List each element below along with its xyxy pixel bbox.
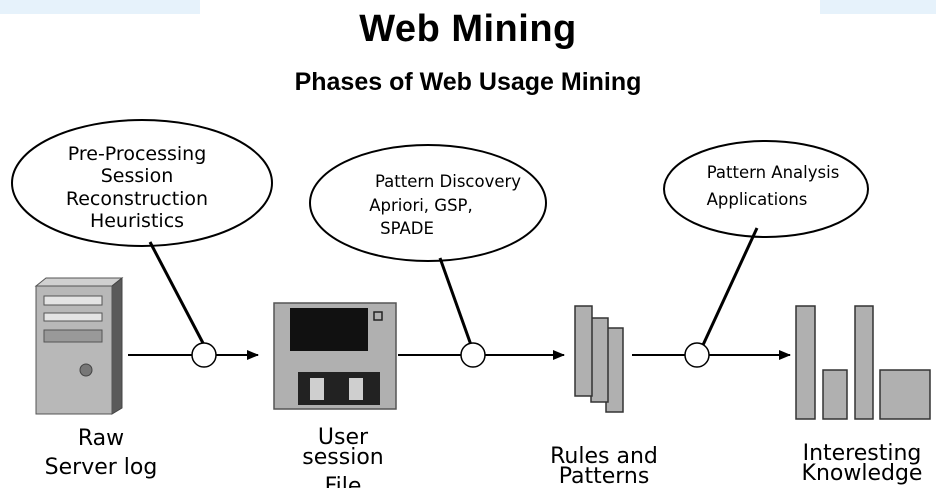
junction-circle-2: [460, 342, 486, 368]
stage-rules-line-1: Rules and: [550, 444, 658, 469]
rules-patterns-icon: [574, 305, 624, 413]
phase-preprocessing-line-1: Pre-Processing: [68, 143, 207, 165]
phase-analysis-bubble: Pattern Analysis Applications: [663, 140, 869, 238]
stage-raw-line-2: Server log: [45, 455, 158, 480]
stage-raw-line-1: Raw: [78, 426, 124, 451]
knowledge-bars-icon: [795, 305, 931, 420]
phase-analysis-connector: [701, 227, 759, 346]
background-stripe-right: [820, 0, 936, 14]
junction-circle-3: [684, 342, 710, 368]
phase-discovery-line-3: SPADE: [380, 219, 434, 238]
floppy-disk-icon: [273, 302, 397, 410]
page-title: Web Mining: [359, 8, 577, 50]
phase-analysis-line-1: Pattern Analysis: [707, 163, 840, 182]
phase-analysis-line-2: Applications: [707, 190, 808, 209]
phase-discovery-line-2: Apriori, GSP,: [369, 196, 473, 215]
phase-discovery-bubble: Pattern Discovery Apriori, GSP, SPADE: [309, 144, 547, 262]
junction-circle-1: [191, 342, 217, 368]
phase-preprocessing-connector: [148, 241, 206, 346]
stage-session-line-1: User: [318, 425, 369, 450]
phase-preprocessing-bubble: Pre-Processing Session Reconstruction He…: [11, 119, 273, 247]
page-subtitle: Phases of Web Usage Mining: [294, 68, 642, 96]
stage-rules-line-2: Patterns: [559, 464, 650, 488]
server-icon: [34, 276, 124, 415]
phase-preprocessing-line-3: Reconstruction: [66, 188, 208, 210]
phase-discovery-line-1: Pattern Discovery: [375, 172, 521, 191]
stage-session-line-2: session: [302, 445, 383, 470]
stage-knowledge-line-1: Interesting: [803, 441, 922, 466]
background-stripe-left: [0, 0, 200, 14]
phase-preprocessing-line-2: Session: [101, 165, 174, 187]
stage-session-line-3: File: [325, 474, 362, 488]
phase-preprocessing-line-4: Heuristics: [90, 210, 184, 232]
phase-discovery-connector: [438, 257, 473, 346]
stage-knowledge-line-2: Knowledge: [802, 461, 923, 486]
